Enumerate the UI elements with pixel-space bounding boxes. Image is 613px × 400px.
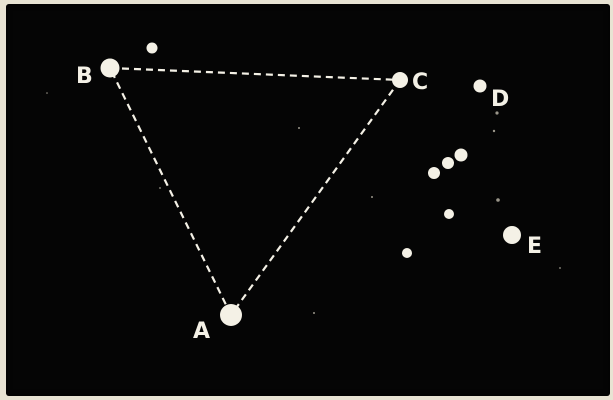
star-cluster-2 [442,157,454,169]
faint-star [493,130,495,132]
faint-star [313,312,315,314]
faint-star [371,196,373,198]
star-d [474,80,487,93]
star-small-low [402,248,412,258]
label-a: A [193,319,210,344]
triangle-outline [110,68,400,315]
label-d: D [491,87,509,112]
faint-stars [46,92,561,314]
label-c: C [412,70,428,95]
faint-star [559,267,561,269]
faint-star [298,127,300,129]
bright-stars [101,43,522,327]
star-a [220,304,242,326]
label-b: B [76,64,93,89]
edge-c-a [231,80,400,315]
edge-b-c [110,68,400,80]
edge-a-b [110,68,231,315]
faint-star [46,92,48,94]
star-small-mid [444,209,454,219]
star-c [392,72,408,88]
label-e: E [527,234,542,259]
star-e [503,226,521,244]
star-b [101,59,120,78]
faint-star [159,187,161,189]
star-cluster-3 [428,167,440,179]
star-near-b [147,43,158,54]
star-cluster-1 [455,149,468,162]
faint-star [496,198,500,202]
